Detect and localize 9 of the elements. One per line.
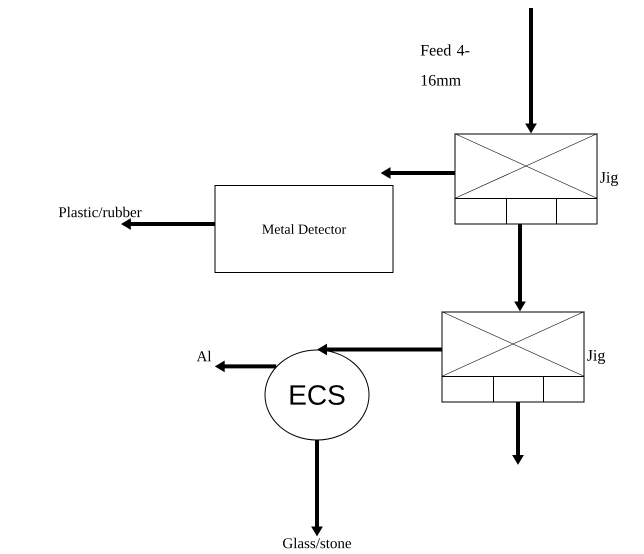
output-label: Glass/stone (283, 538, 352, 548)
jig-box: Jig (454, 133, 618, 225)
edge-label: Feed 4-16mm (420, 44, 470, 86)
output-label: Plastic/rubber (58, 206, 142, 218)
node-label: Jig (600, 172, 618, 186)
node-label: Jig (587, 350, 606, 364)
output-label: Al (196, 350, 212, 362)
process-box: Metal Detector (214, 185, 394, 273)
jig-box: Jig (441, 311, 606, 403)
